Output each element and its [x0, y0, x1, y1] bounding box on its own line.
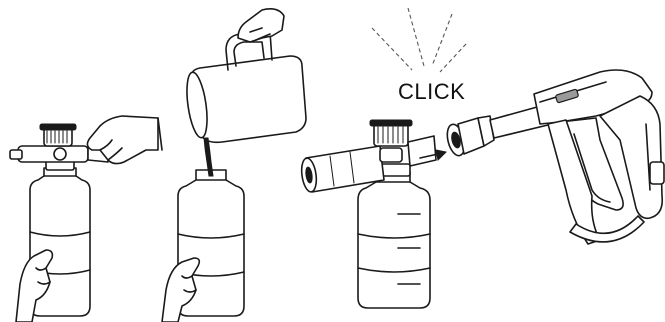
foam-nozzle-head	[300, 120, 436, 193]
panel-connect-to-gun: CLICK	[300, 8, 664, 308]
hand-holding-pitcher	[238, 9, 284, 42]
click-label: CLICK	[398, 79, 465, 104]
foam-bottle	[358, 172, 430, 308]
quick-connector	[444, 116, 494, 157]
pitcher	[183, 32, 306, 142]
panel-attach-nozzle	[10, 116, 162, 322]
spray-gun	[490, 70, 664, 244]
click-rays	[372, 8, 466, 72]
panel-fill-bottle	[162, 9, 306, 322]
